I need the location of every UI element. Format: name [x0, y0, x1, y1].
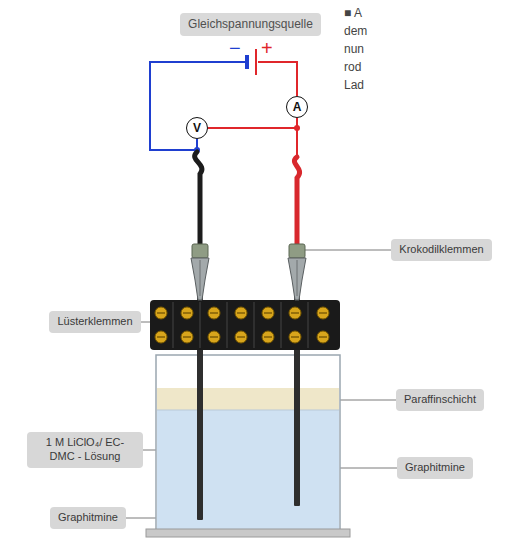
voltmeter-symbol: V [186, 117, 208, 139]
label-text: Gleichspannungsquelle [188, 17, 313, 32]
text-fragment: dem [344, 24, 367, 38]
part-label: Paraffinschicht [396, 389, 484, 411]
label-text: Graphitmine [405, 461, 465, 475]
part-label: Krokodilklemmen [391, 239, 492, 261]
label-text: Graphitmine [58, 511, 118, 525]
ammeter-symbol: A [286, 96, 308, 118]
label-text: Lüsterklemmen [57, 315, 133, 329]
text-fragment: ■ A [344, 6, 362, 20]
meter-letter: A [293, 101, 302, 113]
meter-letter: V [193, 122, 201, 134]
label-text: 1 M LiClO₄/ EC-DMC - Lösung [35, 436, 135, 464]
source-label: Gleichspannungsquelle [180, 13, 321, 36]
label-text: Paraffinschicht [404, 393, 476, 407]
crocodile-clips [191, 244, 306, 300]
part-label: Lüsterklemmen [49, 311, 141, 333]
part-label: 1 M LiClO₄/ EC-DMC - Lösung [27, 432, 143, 468]
battery-symbol [247, 49, 256, 75]
part-label: Graphitmine [397, 457, 473, 479]
polarity-sign: − [229, 38, 241, 58]
text-fragment: nun [344, 42, 364, 56]
cables [195, 152, 300, 246]
junction-dot [294, 125, 300, 131]
terminal-block [150, 300, 340, 350]
text-fragment: Lad [344, 78, 364, 92]
label-text: Krokodilklemmen [399, 243, 484, 257]
circuit-wires [150, 62, 297, 155]
text-fragment: rod [344, 60, 361, 74]
beaker [146, 355, 350, 537]
polarity-sign: + [261, 38, 273, 58]
part-label: Graphitmine [50, 507, 126, 529]
